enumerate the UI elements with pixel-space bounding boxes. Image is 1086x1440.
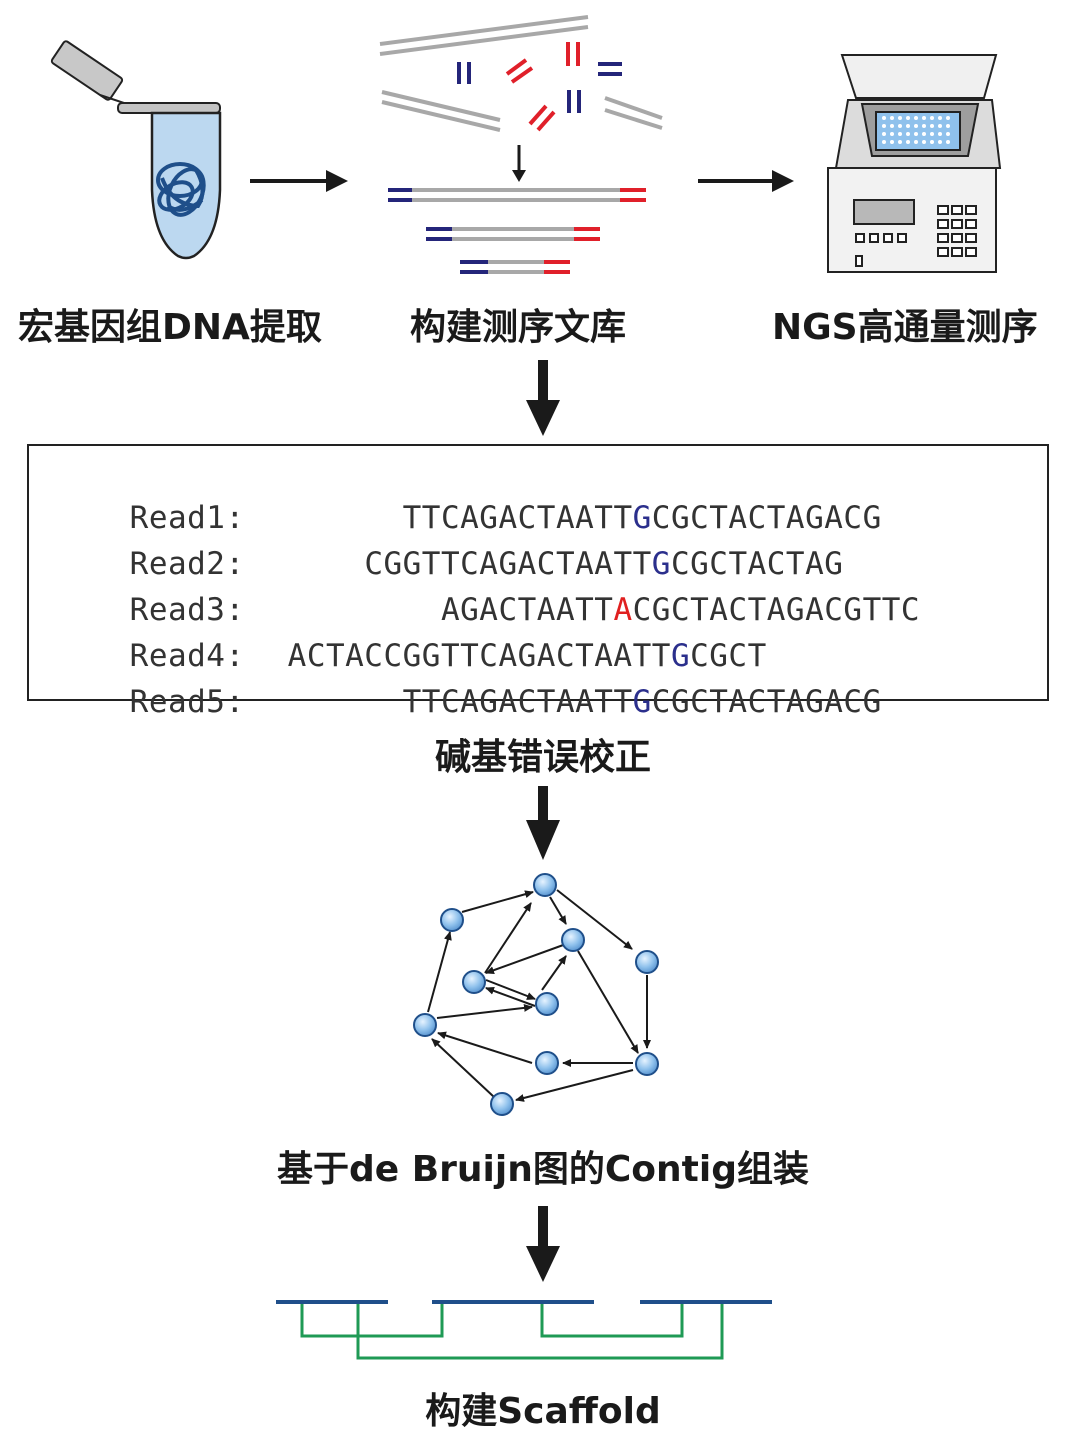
tube-icon: [50, 40, 222, 260]
highlighted-base: G: [651, 546, 671, 582]
read-name: Read5:: [129, 684, 245, 720]
highlighted-base: G: [632, 684, 652, 720]
read-row: Read2: CGGTTCAGACTAATTGCGCTACTAG: [53, 510, 843, 618]
read-name: Read1:: [129, 500, 245, 536]
step-label-scaffold: 构建Scaffold: [425, 1391, 661, 1432]
read-sequence: CGCTACTAGACG: [651, 500, 882, 536]
reads-alignment-box: Read1: TTCAGACTAATTGCGCTACTAGACG Read2: …: [27, 444, 1049, 720]
read-row: Read3: AGACTAATTACGCTACTAGACGTTC: [53, 556, 920, 664]
step-label-sequencing: NGS高通量测序: [772, 307, 1038, 348]
arrow-down-icon: [526, 1206, 560, 1282]
read-sequence: CGCTACTAGACG: [651, 684, 882, 720]
read-name: Read2:: [129, 546, 245, 582]
read-sequence: CGCTACTAG: [670, 546, 844, 582]
read-row: Read1: TTCAGACTAATTGCGCTACTAGACG: [53, 464, 882, 572]
step-label-error-correction: 碱基错误校正: [434, 737, 651, 778]
highlighted-base: G: [670, 638, 691, 674]
scaffold-diagram: [276, 1300, 772, 1360]
arrow-down-icon: [526, 360, 560, 436]
highlighted-base: G: [632, 500, 652, 536]
read-sequence: CGCT: [690, 638, 767, 674]
read-name: Read4:: [129, 638, 245, 674]
step-label-assembly: 基于de Bruijn图的Contig组装: [277, 1149, 809, 1190]
step-label-library: 构建测序文库: [410, 307, 627, 348]
de-bruijn-graph: [413, 873, 659, 1116]
arrow-down-icon: [526, 786, 560, 860]
error-base: A: [613, 592, 633, 628]
read-sequence: CGGTTCAGACTAATT: [364, 546, 652, 582]
read-row: Read4: ACTACCGGTTCAGACTAATTGCGCT: [53, 602, 767, 710]
step-label-extraction: 宏基因组DNA提取: [18, 307, 322, 348]
read-sequence: TTCAGACTAATT: [402, 684, 633, 720]
sequencer-icon: [827, 54, 1002, 273]
read-row: Read5: TTCAGACTAATTGCGCTACTAGACG: [53, 648, 882, 756]
library-fragments: [379, 15, 663, 274]
read-name: Read3:: [129, 592, 245, 628]
arrow-right-icon: [326, 170, 348, 192]
read-sequence: TTCAGACTAATT: [402, 500, 633, 536]
read-sequence: CGCTACTAGACGTTC: [632, 592, 921, 628]
read-sequence: AGACTAATT: [440, 592, 614, 628]
read-sequence: ACTACCGGTTCAGACTAATT: [287, 638, 671, 674]
arrow-right-icon: [772, 170, 794, 192]
